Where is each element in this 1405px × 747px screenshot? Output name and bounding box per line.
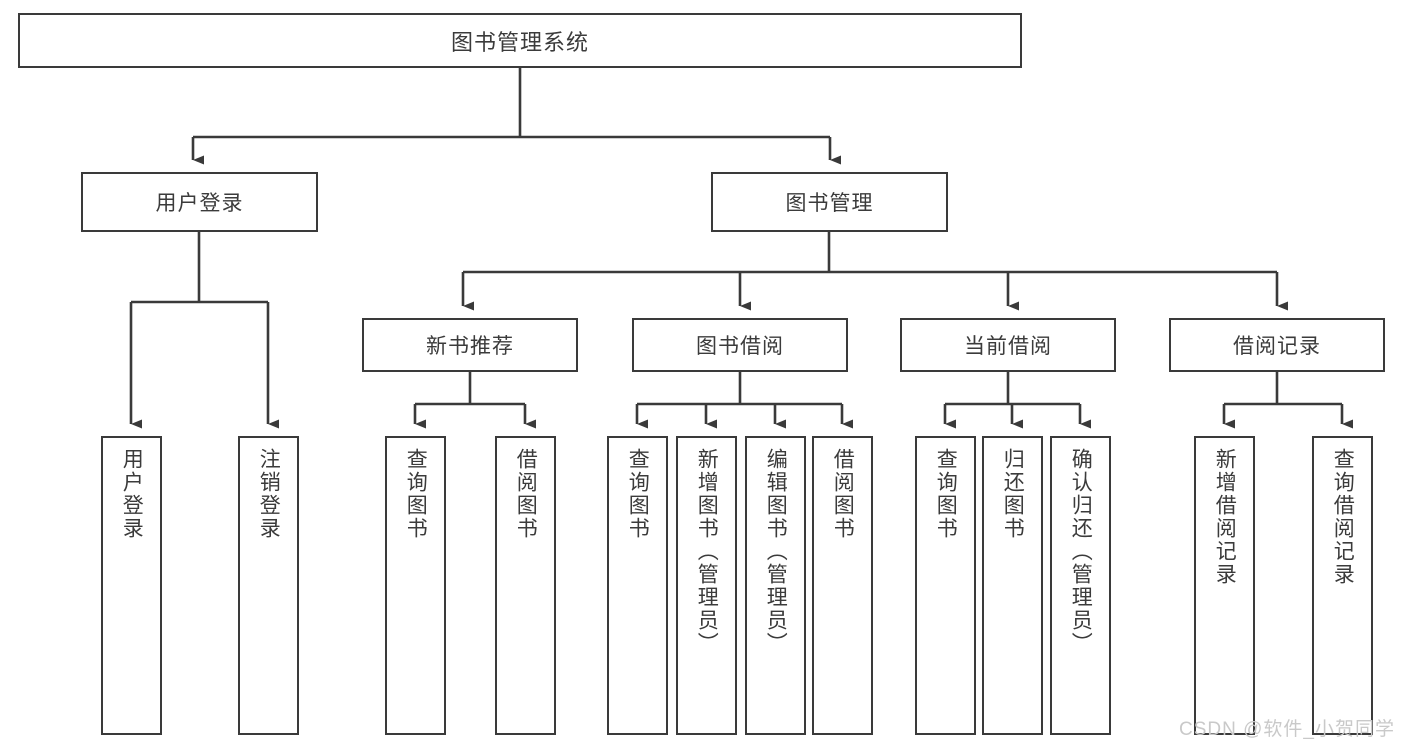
leaf-user-login-login[interactable]: 用户登录 [101, 436, 162, 735]
node-label: 查询图书 [626, 448, 650, 540]
node-label: 编辑图书（管理员） [764, 448, 788, 655]
node-label: 用户登录 [155, 192, 244, 215]
node-label: 图书管理 [785, 192, 874, 215]
leaf-user-login-logout[interactable]: 注销登录 [238, 436, 299, 735]
leaf-recommend-borrow-book[interactable]: 借阅图书 [495, 436, 556, 735]
node-user-login[interactable]: 用户登录 [81, 172, 318, 232]
node-label: 确认归还（管理员） [1069, 448, 1093, 655]
node-borrow-record[interactable]: 借阅记录 [1169, 318, 1385, 372]
leaf-borrow-edit-book-admin[interactable]: 编辑图书（管理员） [745, 436, 806, 735]
node-label: 查询图书 [404, 448, 428, 540]
node-label: 借阅图书 [831, 448, 855, 540]
leaf-current-query-book[interactable]: 查询图书 [915, 436, 976, 735]
leaf-current-confirm-return-admin[interactable]: 确认归还（管理员） [1050, 436, 1111, 735]
node-root-system[interactable]: 图书管理系统 [18, 13, 1022, 68]
node-label: 图书管理系统 [450, 29, 589, 55]
node-current-borrow[interactable]: 当前借阅 [900, 318, 1116, 372]
watermark: CSDN @软件_小贺同学 [1179, 719, 1395, 740]
node-label: 借阅记录 [1233, 335, 1321, 358]
node-label: 注销登录 [257, 448, 281, 540]
node-label: 新书推荐 [426, 335, 514, 358]
node-book-management[interactable]: 图书管理 [711, 172, 948, 232]
node-label: 查询图书 [934, 448, 958, 540]
node-label: 查询借阅记录 [1331, 448, 1355, 586]
node-label: 归还图书 [1001, 448, 1025, 540]
leaf-recommend-query-book[interactable]: 查询图书 [385, 436, 446, 735]
node-label: 新增图书（管理员） [695, 448, 719, 655]
leaf-current-return-book[interactable]: 归还图书 [982, 436, 1043, 735]
node-new-book-recommend[interactable]: 新书推荐 [362, 318, 578, 372]
node-label: 当前借阅 [964, 335, 1052, 358]
leaf-borrow-query-book[interactable]: 查询图书 [607, 436, 668, 735]
node-book-borrow[interactable]: 图书借阅 [632, 318, 848, 372]
leaf-borrow-borrow-book[interactable]: 借阅图书 [812, 436, 873, 735]
node-label: 新增借阅记录 [1213, 448, 1237, 586]
leaf-record-add-record[interactable]: 新增借阅记录 [1194, 436, 1255, 735]
leaf-record-query-record[interactable]: 查询借阅记录 [1312, 436, 1373, 735]
node-label: 图书借阅 [696, 335, 784, 358]
leaf-borrow-add-book-admin[interactable]: 新增图书（管理员） [676, 436, 737, 735]
node-label: 用户登录 [120, 448, 144, 540]
node-label: 借阅图书 [514, 448, 538, 540]
